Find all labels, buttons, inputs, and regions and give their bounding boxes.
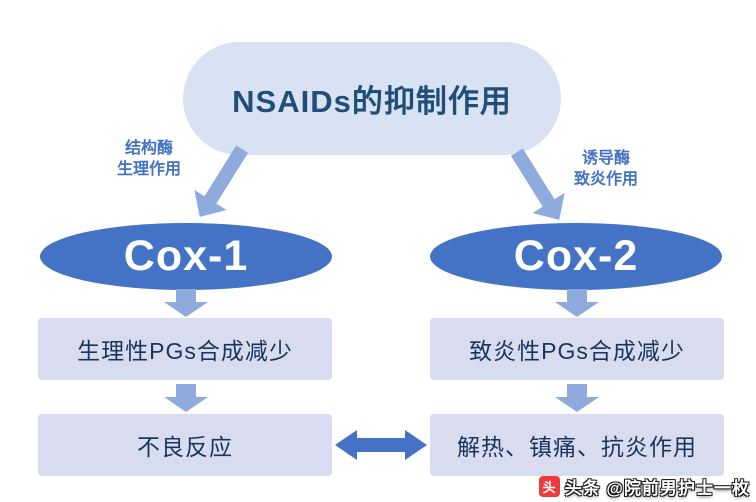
diagram-title: NSAIDs的抑制作用 [232,84,512,119]
right-outcome1-text: 致炎性PGs合成减少 [469,338,685,364]
arrow-cox1-to-outcome1-icon [163,289,209,317]
right-outcome2-box: 解热、镇痛、抗炎作用 [430,414,724,476]
left-outcome1-box: 生理性PGs合成减少 [38,318,332,380]
cox1-label: Cox-1 [123,232,249,280]
arrow-title-to-cox2-icon [500,141,576,230]
arrow-outcome1-to-outcome2-right-icon [554,384,600,412]
cox1-node: Cox-1 [40,223,332,290]
left-outcome2-box: 不良反应 [38,414,332,476]
arrow-title-to-cox1-icon [183,138,259,227]
double-arrow-icon [335,427,427,463]
title-node: NSAIDs的抑制作用 [183,42,561,155]
watermark-text: 头条 @院前男护士一枚 [564,479,750,498]
right-outcome2-text: 解热、镇痛、抗炎作用 [457,434,697,460]
cox2-node: Cox-2 [430,223,722,290]
left-outcome1-text: 生理性PGs合成减少 [77,338,293,364]
left-branch-label-line2: 生理作用 [116,161,181,178]
left-branch-label: 结构酶 生理作用 [92,138,206,180]
watermark: 头 头条 @院前男护士一枚 [538,474,750,499]
right-outcome1-box: 致炎性PGs合成减少 [430,318,724,380]
left-branch-label-line1: 结构酶 [124,140,173,157]
right-branch-label-line1: 诱导酶 [581,150,630,167]
toutiao-logo-icon: 头 [538,476,560,497]
arrow-cox2-to-outcome1-icon [554,289,600,317]
left-outcome2-text: 不良反应 [137,434,233,460]
arrow-outcome1-to-outcome2-left-icon [163,384,209,412]
right-branch-label-line2: 致炎作用 [573,171,638,188]
cox2-label: Cox-2 [513,232,639,280]
right-branch-label: 诱导酶 致炎作用 [549,148,663,190]
